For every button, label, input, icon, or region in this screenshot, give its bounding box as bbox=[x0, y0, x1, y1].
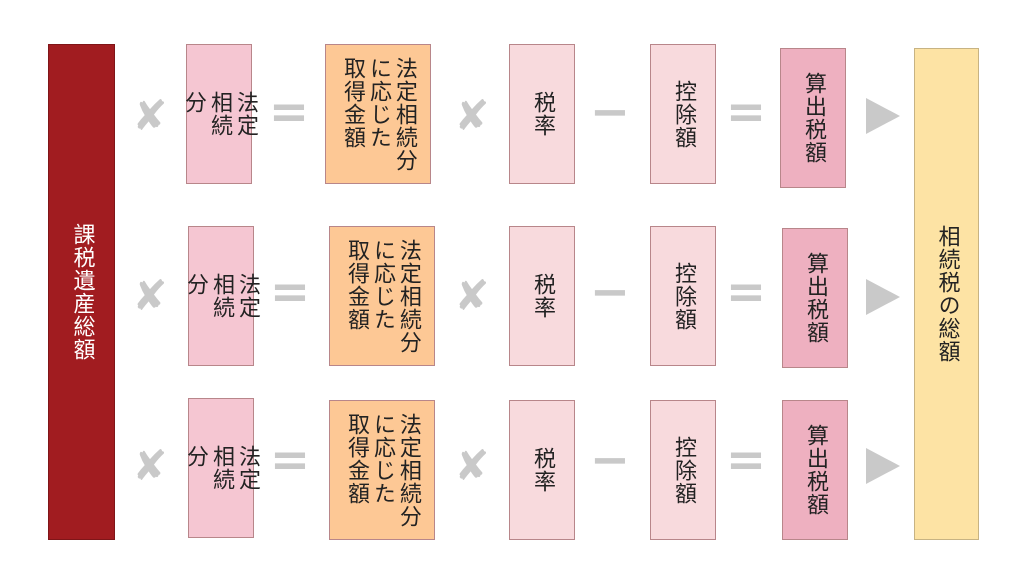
calculated-tax-box: 算出税額 bbox=[780, 48, 846, 188]
arrow-right-icon bbox=[866, 279, 900, 315]
equals-operator: = bbox=[725, 84, 767, 140]
tax-rate-box: 税率 bbox=[509, 44, 575, 184]
deduction-box: 控除額 bbox=[650, 400, 716, 540]
tax-rate-label: 税率 bbox=[529, 91, 555, 137]
legal-share-box: 法定 相続 分 bbox=[183, 226, 260, 366]
minus-operator: − bbox=[589, 432, 631, 488]
deduction-label: 控除額 bbox=[670, 79, 696, 149]
times-operator: ✘ bbox=[454, 271, 490, 320]
equals-operator: = bbox=[269, 432, 311, 488]
taxable-estate-total-label: 課税遺産総額 bbox=[69, 223, 95, 361]
minus-operator: − bbox=[589, 264, 631, 320]
equals-operator: = bbox=[268, 84, 310, 140]
acquisition-amount-label: 法定相続分 に応じた 取得金額 bbox=[344, 238, 421, 354]
acquisition-amount-box: 法定相続分 に応じた 取得金額 bbox=[329, 400, 435, 540]
inheritance-tax-total-box: 相続税の総額 bbox=[914, 48, 979, 540]
deduction-box: 控除額 bbox=[650, 226, 716, 366]
tax-rate-box: 税率 bbox=[509, 400, 575, 540]
acquisition-amount-label: 法定相続分 に応じた 取得金額 bbox=[340, 56, 417, 172]
deduction-box: 控除額 bbox=[650, 44, 716, 184]
times-operator: ✘ bbox=[132, 441, 168, 490]
calculated-tax-label: 算出税額 bbox=[802, 252, 828, 344]
times-operator: ✘ bbox=[454, 441, 490, 490]
arrow-right-icon bbox=[866, 448, 900, 484]
acquisition-amount-box: 法定相続分 に応じた 取得金額 bbox=[329, 226, 435, 366]
legal-share-box: 法定 相続 分 bbox=[183, 398, 260, 538]
acquisition-amount-label: 法定相続分 に応じた 取得金額 bbox=[344, 412, 421, 528]
equals-operator: = bbox=[725, 264, 767, 320]
tax-rate-box: 税率 bbox=[509, 226, 575, 366]
calculated-tax-box: 算出税額 bbox=[782, 228, 848, 368]
arrow-right-icon bbox=[866, 98, 900, 134]
taxable-estate-total-box: 課税遺産総額 bbox=[48, 44, 115, 540]
times-operator: ✘ bbox=[454, 91, 490, 140]
equals-operator: = bbox=[725, 432, 767, 488]
legal-share-label: 法定 相続 分 bbox=[183, 273, 260, 319]
legal-share-box: 法定 相続 分 bbox=[181, 44, 258, 184]
tax-rate-label: 税率 bbox=[529, 447, 555, 493]
legal-share-label: 法定 相続 分 bbox=[181, 91, 258, 137]
minus-operator: − bbox=[589, 84, 631, 140]
calculated-tax-box: 算出税額 bbox=[782, 400, 848, 540]
legal-share-label: 法定 相続 分 bbox=[183, 445, 260, 491]
tax-rate-label: 税率 bbox=[529, 273, 555, 319]
calculated-tax-label: 算出税額 bbox=[800, 72, 826, 164]
deduction-label: 控除額 bbox=[670, 261, 696, 331]
acquisition-amount-box: 法定相続分 に応じた 取得金額 bbox=[325, 44, 431, 184]
deduction-label: 控除額 bbox=[670, 435, 696, 505]
inheritance-tax-total-label: 相続税の総額 bbox=[934, 225, 960, 363]
times-operator: ✘ bbox=[132, 271, 168, 320]
calculated-tax-label: 算出税額 bbox=[802, 424, 828, 516]
equals-operator: = bbox=[269, 264, 311, 320]
times-operator: ✘ bbox=[132, 91, 168, 140]
